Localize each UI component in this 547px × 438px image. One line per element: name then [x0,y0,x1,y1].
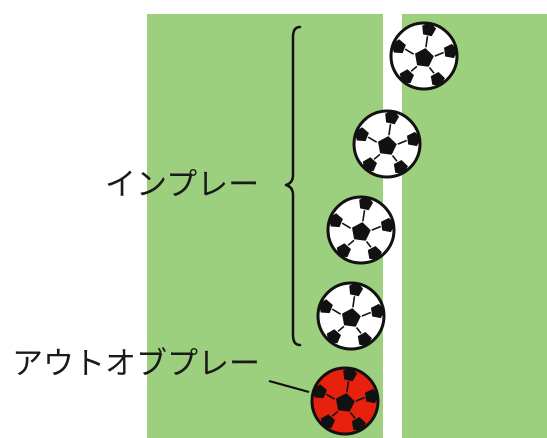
ball-patch [371,303,385,319]
ball-patch [343,367,358,382]
ball-patch [444,43,458,59]
ball-patch [336,243,351,258]
ball-seam [331,410,339,417]
ball-patch [354,127,369,142]
ball-patch [349,282,364,297]
ball-seam [352,296,356,308]
out-of-play-label: アウトオブプレー [12,346,260,382]
ball-patch [359,196,374,211]
ball-in-play [352,109,422,179]
ball-patch [430,72,445,86]
ball-seam [428,67,435,74]
ball-patch [351,417,366,431]
ball-patch [352,222,371,241]
ball-seam [341,222,352,229]
ball-seam [355,327,362,334]
ball-patch [393,160,408,174]
ball-seam [355,396,365,402]
ball-patch [399,69,414,84]
ball-patch [365,388,379,404]
ball-patch [326,329,341,344]
ball-patch [320,414,335,429]
out-of-play-leader [268,379,310,394]
balls-layer [310,21,459,436]
ball-seam [397,139,407,145]
ball-patch [385,110,400,125]
ball-patch [336,393,355,412]
ball-patch [357,332,372,346]
ball-in-play [389,21,459,91]
ball-seam [325,393,336,400]
ball-patch [318,299,333,314]
ball-patch [391,39,406,54]
ball-seam [425,36,429,48]
ball-patch [342,308,361,327]
ball-out-of-play [310,366,380,436]
ball-seam [388,124,392,136]
ball-seam [410,65,418,72]
ball-seam [434,51,444,57]
ball-seam [331,308,342,315]
ball-patch [415,48,434,67]
ball-patch [367,246,382,260]
in-play-label: インプレー [105,167,260,203]
ball-patch [312,384,327,399]
ball-patch [362,157,377,172]
ball-seam [404,48,415,55]
ball-seam [349,412,356,419]
ball-patch [422,22,437,37]
in-play-brace [284,25,302,347]
ball-seam [347,239,355,246]
ball-seam [362,210,366,222]
ball-seam [337,325,345,332]
ball-patch [407,131,421,147]
ball-patch [328,213,343,228]
ball-seam [346,381,350,393]
ball-seam [391,155,398,162]
ball-patch [378,136,397,155]
ball-seam [373,153,381,160]
ball-in-play [326,195,396,265]
ball-in-play [316,281,386,351]
ball-patch [381,217,395,233]
ball-seam [365,241,372,248]
ball-seam [371,225,381,231]
ball-seam [367,136,378,143]
ball-seam [361,311,371,317]
